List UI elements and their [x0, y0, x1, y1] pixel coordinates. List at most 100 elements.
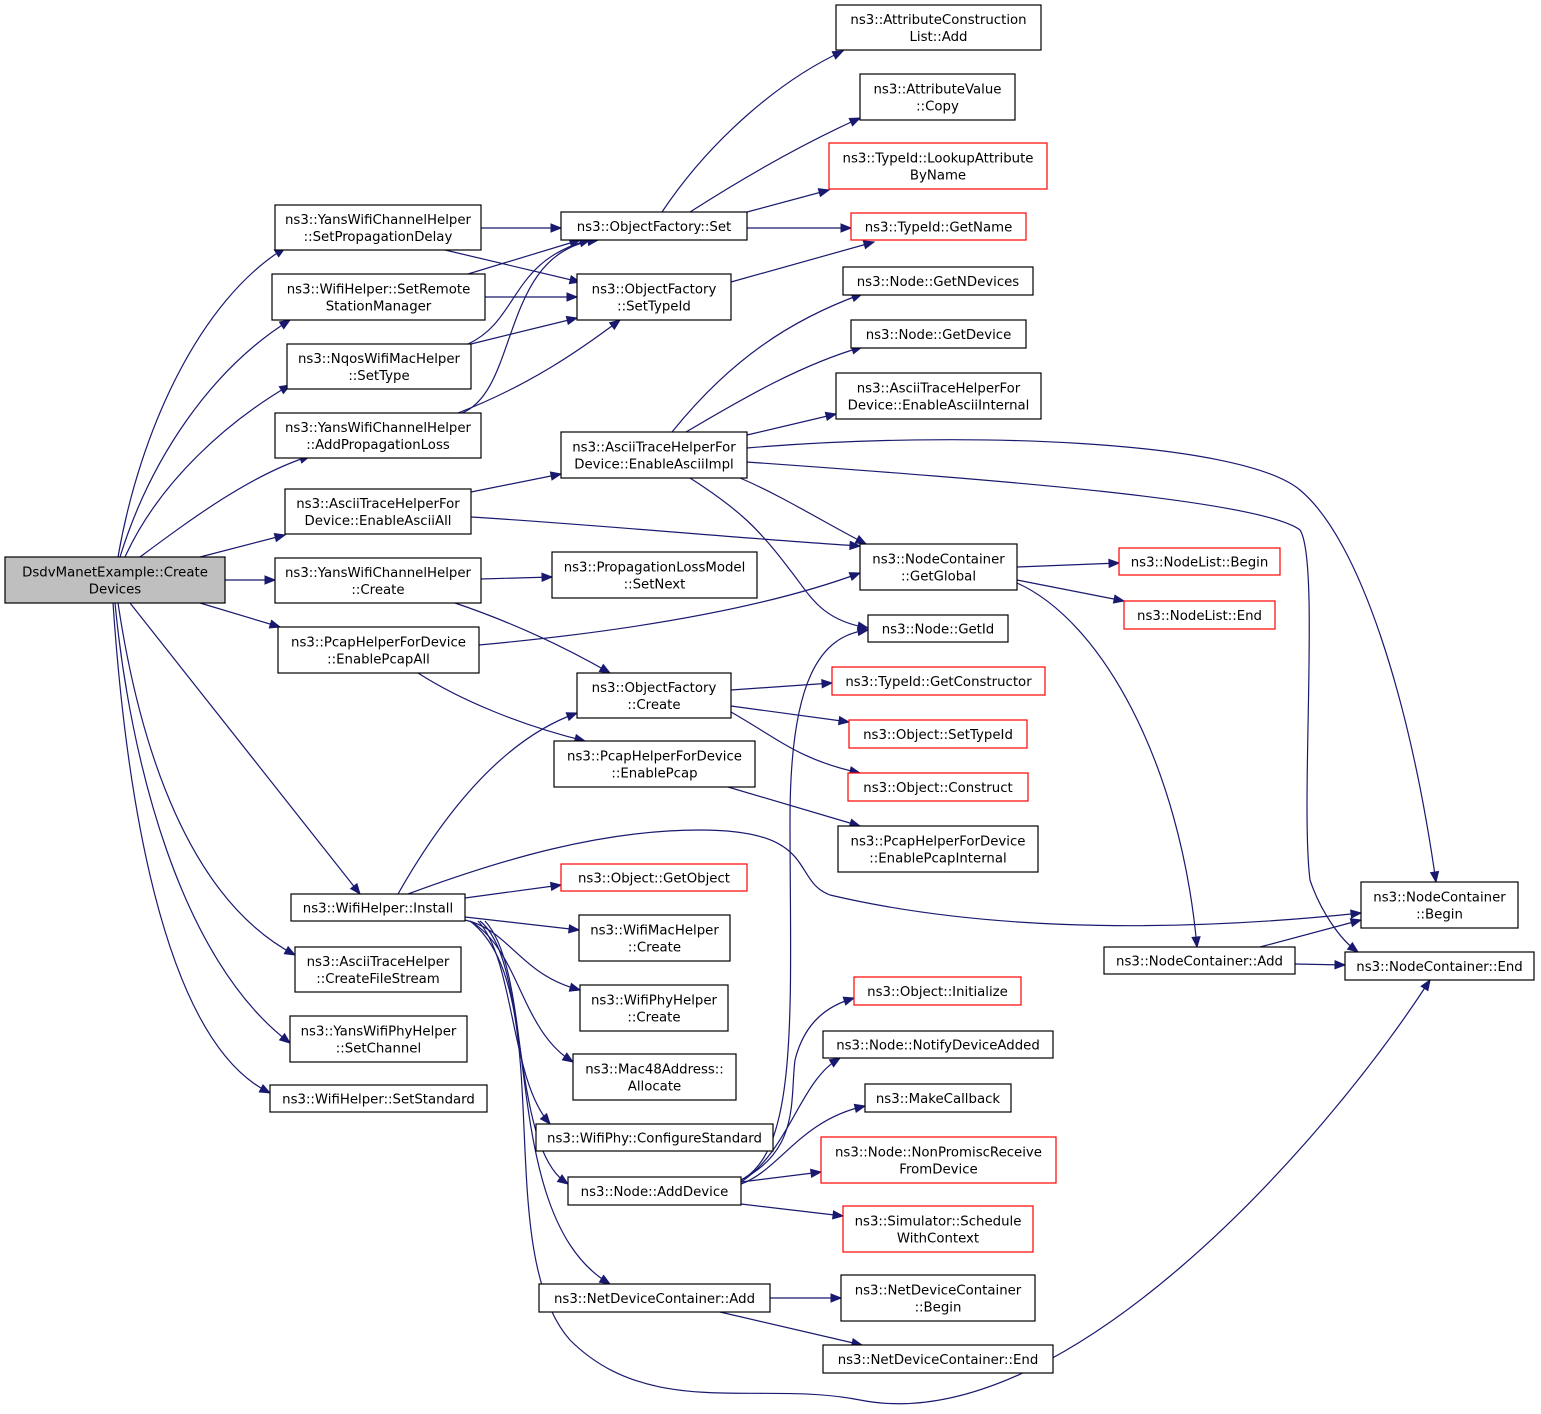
node-box[interactable] — [835, 372, 1042, 420]
node-ndcAdd[interactable]: ns3::NetDeviceContainer::Add — [538, 1283, 771, 1313]
node-pcapEnableAll[interactable]: ns3::PcapHelperForDevice::EnablePcapAll — [277, 626, 480, 674]
node-box[interactable] — [4, 556, 226, 604]
node-box[interactable] — [538, 1283, 771, 1313]
node-box[interactable] — [290, 893, 466, 922]
node-objSetTypeId[interactable]: ns3::Object::SetTypeId — [848, 719, 1028, 749]
node-box[interactable] — [274, 557, 482, 604]
node-box[interactable] — [837, 825, 1039, 873]
node-box[interactable] — [535, 1123, 774, 1152]
node-ycAddPropLoss[interactable]: ns3::YansWifiChannelHelper::AddPropagati… — [274, 412, 482, 459]
node-box[interactable] — [553, 740, 756, 788]
node-atEnableAsciiInternal[interactable]: ns3::AsciiTraceHelperForDevice::EnableAs… — [835, 372, 1042, 420]
node-box[interactable] — [1103, 946, 1296, 975]
node-box[interactable] — [284, 488, 472, 535]
node-tidGetConstructor[interactable]: ns3::TypeId::GetConstructor — [831, 666, 1046, 696]
node-ofCreate[interactable]: ns3::ObjectFactory::Create — [576, 672, 732, 719]
node-wpConfigureStandard[interactable]: ns3::WifiPhy::ConfigureStandard — [535, 1123, 774, 1152]
node-nodeGetId[interactable]: ns3::Node::GetId — [867, 614, 1009, 643]
node-box[interactable] — [864, 1083, 1012, 1113]
node-ndcEnd[interactable]: ns3::NetDeviceContainer::End — [822, 1344, 1054, 1374]
node-box[interactable] — [271, 273, 486, 321]
node-pcapEnablePcapInternal[interactable]: ns3::PcapHelperForDevice::EnablePcapInte… — [837, 825, 1039, 873]
node-box[interactable] — [847, 772, 1029, 802]
node-atEnableAsciiImpl[interactable]: ns3::AsciiTraceHelperForDevice::EnableAs… — [560, 431, 748, 479]
node-box[interactable] — [850, 319, 1027, 349]
node-box[interactable] — [578, 914, 731, 962]
node-ncGetGlobal[interactable]: ns3::NodeContainer::GetGlobal — [859, 543, 1018, 591]
node-box[interactable] — [850, 212, 1027, 241]
node-box[interactable] — [560, 863, 748, 892]
node-nlEnd[interactable]: ns3::NodeList::End — [1123, 600, 1276, 630]
node-objInitialize[interactable]: ns3::Object::Initialize — [853, 976, 1022, 1006]
node-box[interactable] — [835, 4, 1042, 51]
node-box[interactable] — [859, 543, 1018, 591]
node-wphCreate[interactable]: ns3::WifiPhyHelper::Create — [579, 984, 729, 1032]
node-mac48Allocate[interactable]: ns3::Mac48Address::Allocate — [572, 1053, 737, 1101]
node-ofSetTypeId[interactable]: ns3::ObjectFactory::SetTypeId — [576, 273, 732, 321]
node-box[interactable] — [831, 666, 1046, 696]
node-box[interactable] — [867, 614, 1009, 643]
node-box[interactable] — [822, 1344, 1054, 1374]
node-objConstruct[interactable]: ns3::Object::Construct — [847, 772, 1029, 802]
node-box[interactable] — [551, 551, 758, 599]
node-box[interactable] — [1360, 881, 1519, 929]
node-box[interactable] — [576, 672, 732, 719]
node-box[interactable] — [1344, 951, 1535, 981]
node-box[interactable] — [572, 1053, 737, 1101]
node-ycCreate[interactable]: ns3::YansWifiChannelHelper::Create — [274, 557, 482, 604]
node-box[interactable] — [274, 412, 482, 459]
node-ncBegin[interactable]: ns3::NodeContainer::Begin — [1360, 881, 1519, 929]
node-box[interactable] — [820, 1136, 1057, 1184]
node-nlBegin[interactable]: ns3::NodeList::Begin — [1118, 547, 1281, 576]
node-box[interactable] — [1118, 547, 1281, 576]
node-ywpSetChannel[interactable]: ns3::YansWifiPhyHelper::SetChannel — [289, 1015, 468, 1063]
node-avCopy[interactable]: ns3::AttributeValue::Copy — [859, 73, 1016, 121]
node-box[interactable] — [859, 73, 1016, 121]
node-nodeNotifyDeviceAdded[interactable]: ns3::Node::NotifyDeviceAdded — [822, 1030, 1054, 1059]
node-ncEnd[interactable]: ns3::NodeContainer::End — [1344, 951, 1535, 981]
node-box[interactable] — [848, 719, 1028, 749]
node-box[interactable] — [277, 626, 480, 674]
node-ncAdd[interactable]: ns3::NodeContainer::Add — [1103, 946, 1296, 975]
node-wmhCreate[interactable]: ns3::WifiMacHelper::Create — [578, 914, 731, 962]
node-nodeGetNDevices[interactable]: ns3::Node::GetNDevices — [842, 266, 1034, 296]
node-box[interactable] — [828, 142, 1048, 190]
node-box[interactable] — [579, 984, 729, 1032]
node-box[interactable] — [274, 204, 482, 251]
node-nodeGetDevice[interactable]: ns3::Node::GetDevice — [850, 319, 1027, 349]
node-box[interactable] — [853, 976, 1022, 1006]
node-box[interactable] — [567, 1176, 742, 1206]
node-box[interactable] — [294, 946, 462, 993]
node-box[interactable] — [286, 343, 472, 390]
node-nqosSetType[interactable]: ns3::NqosWifiMacHelper::SetType — [286, 343, 472, 390]
node-tidGetName[interactable]: ns3::TypeId::GetName — [850, 212, 1027, 241]
node-box[interactable] — [842, 1205, 1034, 1253]
node-box[interactable] — [842, 266, 1034, 296]
node-ofSet[interactable]: ns3::ObjectFactory::Set — [560, 211, 748, 241]
node-plmSetNext[interactable]: ns3::PropagationLossModel::SetNext — [551, 551, 758, 599]
node-box[interactable] — [289, 1015, 468, 1063]
node-whSetStandard[interactable]: ns3::WifiHelper::SetStandard — [269, 1084, 488, 1113]
node-nodeAddDevice[interactable]: ns3::Node::AddDevice — [567, 1176, 742, 1206]
node-makeCallback[interactable]: ns3::MakeCallback — [864, 1083, 1012, 1113]
node-box[interactable] — [269, 1084, 488, 1113]
node-pcapEnablePcap[interactable]: ns3::PcapHelperForDevice::EnablePcap — [553, 740, 756, 788]
node-ycSetPropDelay[interactable]: ns3::YansWifiChannelHelper::SetPropagati… — [274, 204, 482, 251]
node-box[interactable] — [822, 1030, 1054, 1059]
node-objGetObject[interactable]: ns3::Object::GetObject — [560, 863, 748, 892]
node-box[interactable] — [560, 431, 748, 479]
node-box[interactable] — [840, 1274, 1036, 1322]
node-atEnableAsciiAll[interactable]: ns3::AsciiTraceHelperForDevice::EnableAs… — [284, 488, 472, 535]
node-ndcBegin[interactable]: ns3::NetDeviceContainer::Begin — [840, 1274, 1036, 1322]
node-box[interactable] — [560, 211, 748, 241]
node-athCreateFileStream[interactable]: ns3::AsciiTraceHelper::CreateFileStream — [294, 946, 462, 993]
node-box[interactable] — [1123, 600, 1276, 630]
node-whInstall[interactable]: ns3::WifiHelper::Install — [290, 893, 466, 922]
node-box[interactable] — [576, 273, 732, 321]
